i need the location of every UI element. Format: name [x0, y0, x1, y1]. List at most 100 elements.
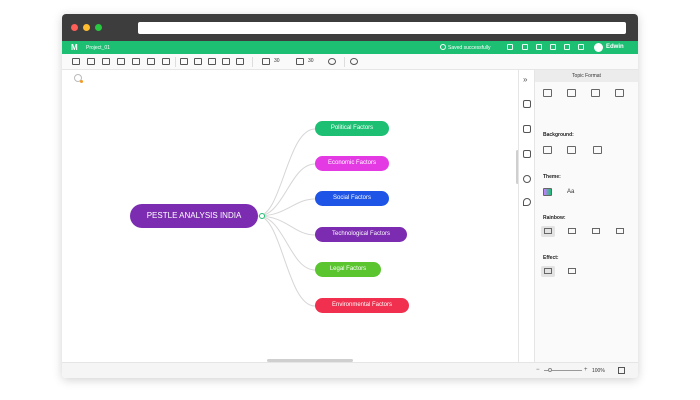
check-circle-icon	[440, 44, 446, 50]
panel-title: Topic Format	[535, 70, 638, 82]
toolbar-divider	[252, 57, 253, 67]
background-label: Background:	[543, 132, 574, 138]
boundary-icon[interactable]	[147, 58, 155, 65]
rainbow-option-1[interactable]	[541, 226, 555, 237]
horizontal-scrollbar[interactable]	[267, 359, 353, 362]
relationship-icon[interactable]	[117, 58, 125, 65]
present-icon[interactable]	[578, 44, 584, 50]
effect-label: Effect:	[543, 255, 559, 261]
width-value[interactable]: 30	[274, 58, 280, 64]
zoom-in-icon[interactable]: +	[584, 367, 588, 373]
minimize-window-dot[interactable]	[83, 24, 90, 31]
search-tab-icon[interactable]	[523, 175, 531, 183]
format-panel: Topic Format Background: Theme: Aa Rainb…	[534, 70, 638, 362]
topic-technological[interactable]: Technological Factors	[315, 227, 407, 242]
main-toolbar: 30 30	[62, 54, 638, 70]
rainbow-option-4[interactable]	[613, 226, 627, 237]
app-window: M Project_01 Saved successfully Edwin 30…	[62, 14, 638, 378]
topic-environmental[interactable]: Environmental Factors	[315, 298, 409, 313]
connector-economic	[257, 163, 316, 217]
zoom-level[interactable]: 100%	[592, 368, 605, 374]
rainbow-2-icon	[568, 228, 576, 234]
location-tab-icon[interactable]	[523, 198, 531, 206]
topic-social[interactable]: Social Factors	[315, 191, 389, 206]
link-icon[interactable]	[194, 58, 202, 65]
summary-icon[interactable]	[162, 58, 170, 65]
image-tab-icon[interactable]	[523, 125, 531, 133]
export-icon[interactable]	[522, 44, 528, 50]
topic-legal[interactable]: Legal Factors	[315, 262, 381, 277]
fullscreen-icon[interactable]	[618, 367, 625, 374]
zoom-slider-handle[interactable]	[548, 368, 552, 372]
root-topic[interactable]: PESTLE ANALYSIS INDIA	[130, 204, 258, 228]
height-value[interactable]: 30	[308, 58, 314, 64]
theme-color-icon[interactable]	[543, 188, 552, 196]
connector-legal	[257, 215, 316, 271]
width-icon[interactable]	[262, 58, 270, 65]
background-image-icon[interactable]	[567, 146, 576, 154]
image-icon[interactable]	[180, 58, 188, 65]
refresh-icon[interactable]	[328, 58, 336, 65]
format-tab-icon[interactable]	[523, 100, 531, 108]
topic-political[interactable]: Political Factors	[315, 121, 389, 136]
height-icon[interactable]	[296, 58, 304, 65]
download-icon[interactable]	[550, 44, 556, 50]
watermark-icon[interactable]	[593, 146, 602, 154]
connector-technological	[257, 215, 316, 236]
rainbow-label: Rainbow:	[543, 215, 566, 221]
collapse-panel-icon[interactable]: »	[523, 75, 528, 84]
outline-tab-icon[interactable]	[523, 150, 531, 158]
mindmap-canvas[interactable]: PESTLE ANALYSIS INDIA Political Factors …	[62, 70, 518, 378]
topic-economic[interactable]: Economic Factors	[315, 156, 389, 171]
connector-lines	[257, 128, 316, 307]
app-logo[interactable]: M	[71, 43, 78, 52]
close-window-dot[interactable]	[71, 24, 78, 31]
theme-font-button[interactable]: Aa	[567, 189, 575, 195]
add-subtopic-icon[interactable]	[87, 58, 95, 65]
toolbar-divider	[175, 57, 176, 67]
rainbow-option-3[interactable]	[589, 226, 603, 237]
table-icon[interactable]	[236, 58, 244, 65]
user-name[interactable]: Edwin	[606, 44, 624, 50]
zoom-slider[interactable]	[544, 370, 582, 371]
attachment-icon[interactable]	[208, 58, 216, 65]
format-painter-icon[interactable]	[350, 58, 358, 65]
pen-outline-icon	[568, 268, 576, 274]
connector-environmental	[257, 215, 316, 307]
comment-icon[interactable]	[222, 58, 230, 65]
theme-label: Theme:	[543, 174, 561, 180]
collapse-toggle-icon[interactable]	[259, 213, 265, 219]
structure-icon[interactable]	[567, 89, 576, 97]
side-tab-bar: »	[518, 70, 534, 362]
loading-dot	[80, 80, 83, 83]
browser-chrome	[62, 14, 638, 41]
zoom-out-icon[interactable]: −	[536, 367, 540, 373]
maximize-window-dot[interactable]	[95, 24, 102, 31]
share-icon[interactable]	[564, 44, 570, 50]
layout-icon[interactable]	[543, 89, 552, 97]
callout-icon[interactable]	[132, 58, 140, 65]
effect-option-1[interactable]	[541, 266, 555, 277]
add-topic-icon[interactable]	[72, 58, 80, 65]
connector-social	[257, 198, 316, 217]
rainbow-3-icon	[592, 228, 600, 234]
loading-icon	[74, 74, 82, 82]
connector-style-icon[interactable]	[591, 89, 600, 97]
rainbow-option-2[interactable]	[565, 226, 579, 237]
save-icon[interactable]	[507, 44, 513, 50]
save-status: Saved successfully	[448, 45, 491, 51]
effect-option-2[interactable]	[565, 266, 579, 277]
app-header: M Project_01 Saved successfully Edwin	[62, 41, 638, 54]
avatar[interactable]	[594, 43, 603, 52]
numbering-icon[interactable]	[615, 89, 624, 97]
toolbar-divider	[344, 57, 345, 67]
fill-bucket-icon[interactable]	[543, 146, 552, 154]
connector-political	[257, 128, 316, 217]
status-bar: − + 100%	[62, 362, 638, 378]
vertical-scrollbar[interactable]	[516, 150, 519, 184]
rainbow-1-icon	[544, 228, 552, 234]
send-icon[interactable]	[536, 44, 542, 50]
floating-topic-icon[interactable]	[102, 58, 110, 65]
project-name[interactable]: Project_01	[86, 45, 110, 51]
address-bar[interactable]	[138, 22, 626, 34]
